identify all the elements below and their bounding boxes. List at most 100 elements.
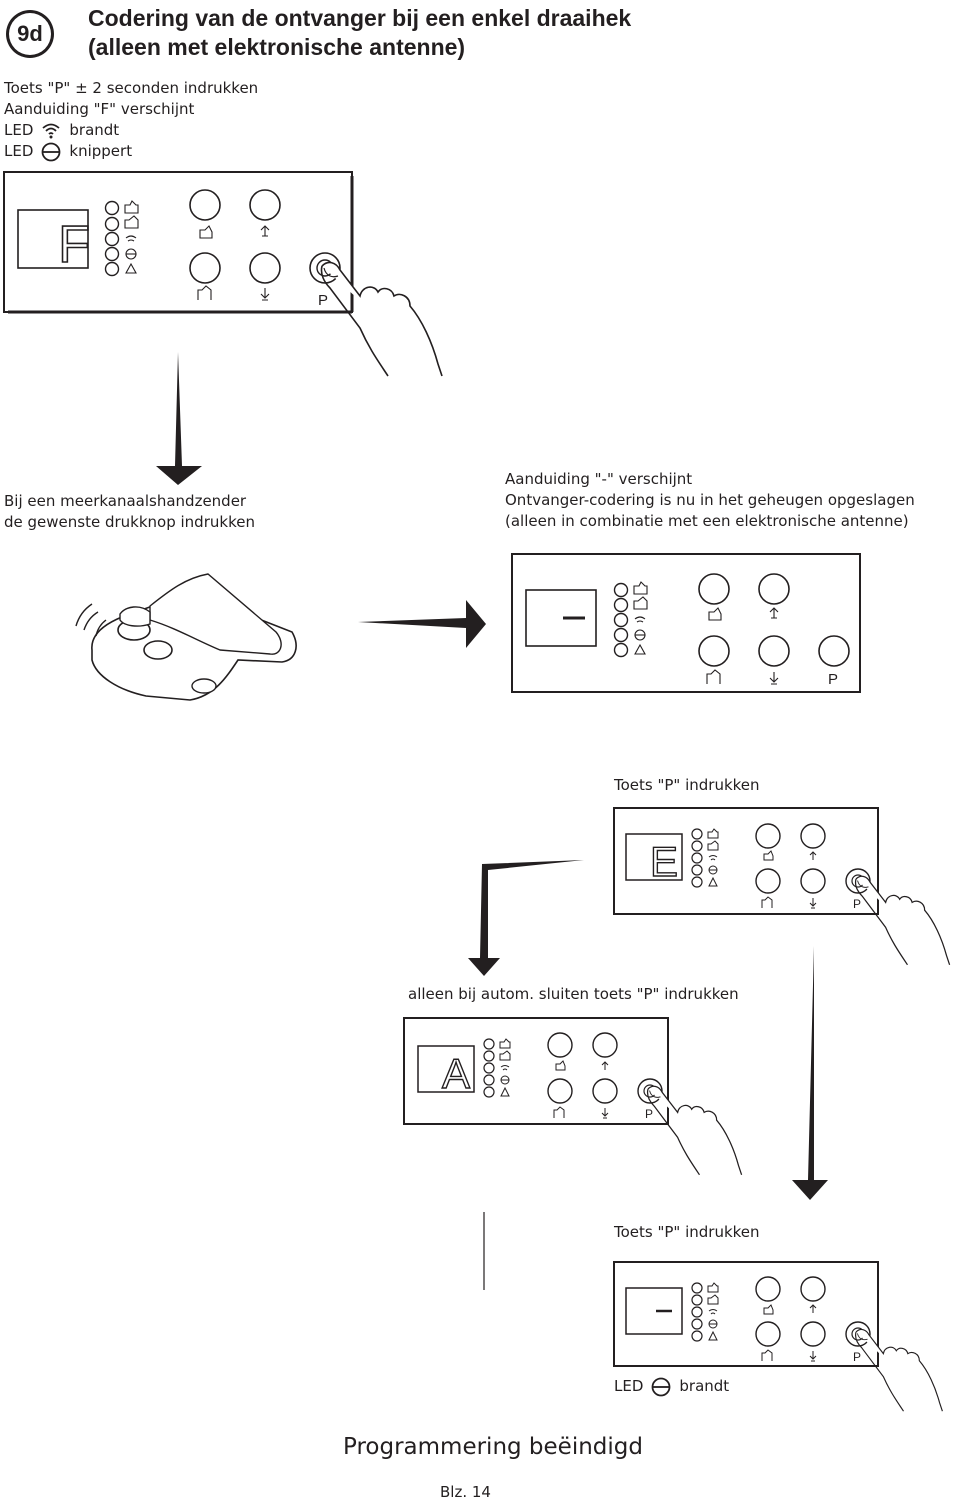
arrow-down-icon [156, 352, 202, 485]
down-button[interactable] [592, 1078, 618, 1104]
up-button[interactable] [592, 1032, 618, 1058]
remote-button-2 [143, 640, 173, 660]
led-state: brandt [69, 121, 120, 139]
gate-open-icon [199, 225, 213, 239]
open-button[interactable] [698, 573, 730, 605]
led-indicator [483, 1038, 495, 1050]
display-digit: E [650, 838, 678, 885]
close-button[interactable] [547, 1078, 573, 1104]
led-indicator [483, 1086, 495, 1098]
step2-instructions: Bij een meerkanaalshandzender de gewenst… [4, 491, 255, 533]
led-prefix: LED [4, 121, 34, 139]
led-prefix: LED [4, 142, 34, 160]
open-button[interactable] [755, 1276, 781, 1302]
down-button[interactable] [800, 1321, 826, 1347]
step3-instructions: Aanduiding "-" verschijnt Ontvanger-code… [505, 469, 915, 532]
display-digit: F [58, 216, 90, 274]
up-button[interactable] [800, 823, 826, 849]
radio-signal-icon [125, 235, 137, 242]
step3-line1: Aanduiding "-" verschijnt [505, 470, 693, 488]
led-indicator [691, 1306, 703, 1318]
p-label: P [853, 1350, 861, 1364]
title-line-2: (alleen met elektronische antenne) [88, 34, 466, 60]
open-button[interactable] [189, 189, 221, 221]
led-prefix: LED [614, 1377, 644, 1395]
step6-label: Toets "P" indrukken [614, 1223, 760, 1241]
led-indicator [104, 246, 120, 262]
close-button[interactable] [698, 635, 730, 667]
display-window [17, 209, 89, 269]
led-indicator [691, 1294, 703, 1306]
close-button[interactable] [189, 252, 221, 284]
led-indicator [613, 612, 629, 628]
control-panel-2 [511, 553, 861, 693]
title-line-1: Codering van de ontvanger bij een enkel … [88, 5, 632, 31]
arrow-down-icon [792, 946, 828, 1200]
page-title: Codering van de ontvanger bij een enkel … [88, 4, 631, 62]
led-indicator [691, 828, 703, 840]
step3-line3: (alleen in combinatie met een elektronis… [505, 512, 909, 530]
step5-label: alleen bij autom. sluiten toets "P" indr… [408, 985, 739, 1003]
down-button[interactable] [249, 252, 281, 284]
led-indicator [483, 1050, 495, 1062]
led-indicator [104, 200, 120, 216]
led-indicator [483, 1062, 495, 1074]
led-indicator [691, 864, 703, 876]
remote-control-hand [75, 573, 297, 701]
p-button[interactable] [818, 635, 850, 667]
led-indicator [104, 216, 120, 232]
led-indicator [691, 840, 703, 852]
led-state: brandt [679, 1377, 730, 1395]
gate-open-icon [124, 200, 139, 214]
step1-instructions: Toets "P" ± 2 seconden indrukken Aanduid… [4, 78, 258, 162]
led-indicator [613, 582, 629, 598]
display-window [625, 1287, 683, 1335]
warning-triangle-icon [125, 262, 137, 274]
led-indicator [613, 597, 629, 613]
close-button[interactable] [755, 868, 781, 894]
close-button[interactable] [755, 1321, 781, 1347]
led-indicator [691, 876, 703, 888]
radio-signal-icon [42, 123, 60, 138]
step6-led: LED brandt [614, 1376, 729, 1397]
led-indicator [613, 642, 629, 658]
step2-line1: Bij een meerkanaalshandzender [4, 492, 247, 510]
step2-line2: de gewenste drukknop indrukken [4, 513, 255, 531]
led-indicator [613, 627, 629, 643]
step3-line2: Ontvanger-codering is nu in het geheugen… [505, 491, 915, 509]
step4-label: Toets "P" indrukken [614, 776, 760, 794]
p-label: P [318, 292, 328, 309]
step-badge-label: 9d [9, 13, 51, 55]
arrow-right-icon [358, 600, 486, 648]
up-button[interactable] [249, 189, 281, 221]
led-indicator [691, 1318, 703, 1330]
up-button[interactable] [758, 573, 790, 605]
minus-circle-icon [651, 1377, 671, 1396]
step-badge: 9d [6, 10, 54, 58]
arrow-down-icon [260, 288, 270, 301]
p-label: P [828, 671, 838, 688]
led-indicator [104, 261, 120, 277]
down-button[interactable] [800, 868, 826, 894]
control-panel-3 [613, 807, 951, 966]
led-indicator [691, 1282, 703, 1294]
p-label: P [853, 897, 861, 911]
gate-close-icon [197, 285, 212, 300]
display-window [625, 833, 683, 881]
page-number: Blz. 14 [440, 1483, 491, 1501]
step1-line1: Toets "P" ± 2 seconden indrukken [4, 79, 259, 97]
display-digit: A [442, 1050, 470, 1097]
arrow-bent-down-icon [468, 860, 584, 976]
step1-led1: LED brandt [4, 120, 258, 141]
open-button[interactable] [547, 1032, 573, 1058]
display-window [417, 1045, 475, 1093]
led-indicator [483, 1074, 495, 1086]
p-label: P [645, 1107, 653, 1121]
up-button[interactable] [800, 1276, 826, 1302]
control-panel-5 [613, 1261, 943, 1412]
programming-done-text: Programmering beëindigd [343, 1434, 643, 1460]
led-indicator [691, 1330, 703, 1342]
down-button[interactable] [758, 635, 790, 667]
open-button[interactable] [755, 823, 781, 849]
